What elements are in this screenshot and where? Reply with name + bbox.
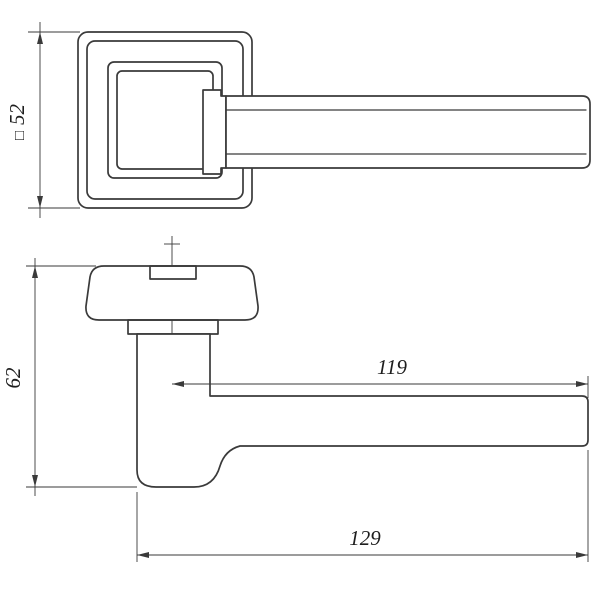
arrowhead-up [37,32,43,44]
dimension-square-52: □52 [5,22,80,218]
dimension-length-129: 129 [136,450,589,562]
dimension-label-129: 129 [349,526,381,550]
arrowhead-left [137,552,149,558]
dimension-label-square-52: □52 [5,103,29,140]
arrowhead-right [576,552,588,558]
arrowhead-down [37,196,43,208]
dimension-label-119: 119 [377,355,407,379]
top-view [77,31,591,209]
rosette-profile [85,265,259,321]
front-view [85,236,589,488]
arrowhead-up [32,266,38,278]
handle-profile [136,333,589,488]
arrowhead-left [172,381,184,387]
arrowhead-right [576,381,588,387]
lever-collar [202,89,227,175]
rosette-raised-inner-line [116,70,214,170]
arrowhead-down [32,475,38,487]
rosette-base-band [127,319,219,335]
spindle-boss [149,265,197,280]
lever-arm-top-view [225,95,591,169]
dimension-length-119: 119 [172,355,589,398]
dimension-height-62: 62 [1,258,137,496]
dimension-label-62: 62 [1,367,25,389]
